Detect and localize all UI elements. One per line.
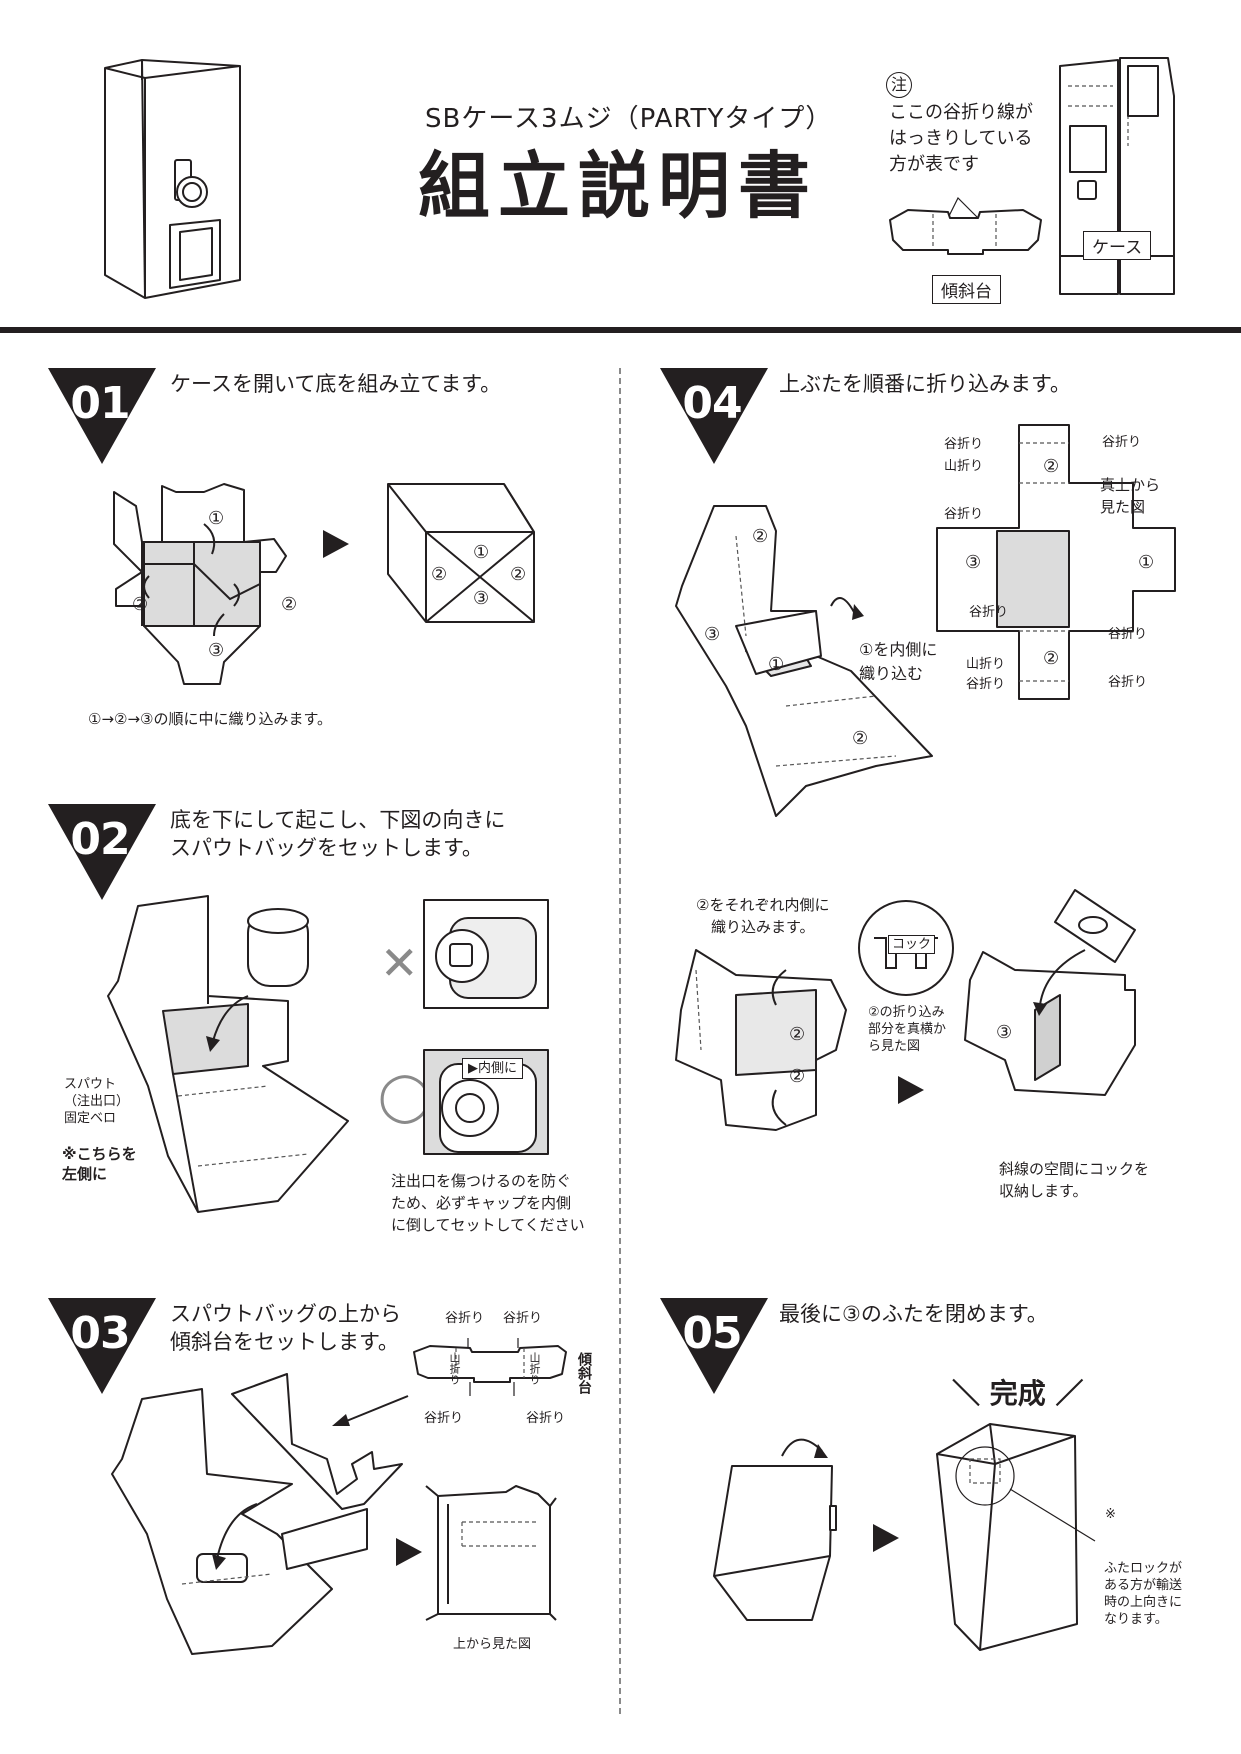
step-04-valley-bl1: 谷折り xyxy=(969,605,1009,620)
step-01-box-num-2-right: ② xyxy=(510,564,527,585)
step-04-cock-box-illustration xyxy=(965,890,1170,1130)
step-03-valley-3: 谷折り xyxy=(424,1411,464,1426)
step-01-caption: ①→②→③の順に中に織り込みます。 xyxy=(88,710,332,728)
step-03-mountain-1: 山折り xyxy=(448,1352,461,1385)
step-01-box-num-3: ③ xyxy=(473,588,490,609)
step-04-valley-bl2: 谷折り xyxy=(966,677,1006,692)
complete-label: ＼ 完成 ／ xyxy=(952,1377,1084,1410)
step-03-valley-4: 谷折り xyxy=(526,1411,566,1426)
step-01-badge: 01 xyxy=(48,368,158,464)
cock-label: コック xyxy=(888,935,936,954)
step-01-folded-box-illustration xyxy=(386,484,536,624)
document-subtitle: SBケース3ムジ（PARTYタイプ） xyxy=(425,104,833,134)
spout-label: スパウト （注出口） 固定ベロ xyxy=(64,1077,130,1126)
step-04-mountain-bl: 山折り xyxy=(966,657,1006,672)
header-divider xyxy=(0,327,1241,333)
step-01-num-1: ① xyxy=(208,508,225,529)
step-01-text: ケースを開いて底を組み立てます。 xyxy=(170,372,502,396)
step-04-num-3: ③ xyxy=(704,624,721,645)
step-04-valley-ml: 谷折り xyxy=(944,507,984,522)
step-03-top-view-illustration xyxy=(426,1486,556,1621)
label-case: ケース xyxy=(1083,231,1152,260)
step-01-num-2-right: ② xyxy=(281,594,298,615)
step-04-mountain-tl: 山折り xyxy=(944,459,984,474)
slope-outline-illustration xyxy=(888,190,1043,270)
step-04-fold-num-2-a: ② xyxy=(789,1024,806,1045)
document-title: 組立説明書 xyxy=(418,144,819,228)
step-05-badge: 05 xyxy=(660,1298,770,1394)
step-01-box-num-1: ① xyxy=(473,542,490,563)
step-04-num-2-top: ② xyxy=(752,526,769,547)
step-01-number: 01 xyxy=(70,378,130,429)
step-05-closing-box-illustration xyxy=(712,1426,842,1626)
ng-spout-illustration xyxy=(420,896,552,1012)
label-slope: 傾斜台 xyxy=(932,275,1001,304)
step-01-box-num-2-left: ② xyxy=(431,564,448,585)
note-mark: 注 xyxy=(886,72,912,98)
step-04-valley-br1: 谷折り xyxy=(1108,627,1148,642)
step-04-valley-tr: 谷折り xyxy=(1102,435,1142,450)
step-03-slope-label: 傾斜台 xyxy=(576,1352,592,1394)
step-04-net-num-2-bottom: ② xyxy=(1043,648,1060,669)
step-04-top-view-net xyxy=(935,423,1177,703)
step-03-badge: 03 xyxy=(48,1298,158,1394)
step-04-cock-num-3: ③ xyxy=(996,1022,1013,1043)
step-04-fold-num-2-b: ② xyxy=(789,1066,806,1087)
step-02-badge: 02 xyxy=(48,804,158,900)
step-03-box-illustration xyxy=(112,1374,410,1654)
lock-note: ふたロックが ある方が輸送 時の上向きに なります。 xyxy=(1104,1561,1183,1627)
dispenser-box-illustration xyxy=(100,60,250,300)
arrow-right-icon xyxy=(323,530,349,558)
step-04-fold-in-1: ①を内側に 織り込む xyxy=(859,640,938,683)
inside-label: ▶内側に xyxy=(462,1058,523,1079)
note-text: ここの谷折り線が はっきりしている 方が表です xyxy=(889,102,1033,175)
step-01-net-illustration xyxy=(114,484,319,694)
ng-mark: ✕ xyxy=(380,936,419,990)
step-01-num-2-left: ② xyxy=(132,594,149,615)
arrow-right-icon xyxy=(873,1524,899,1552)
step-02-number: 02 xyxy=(70,814,130,865)
step-03-top-view-label: 上から見た図 xyxy=(453,1637,532,1652)
step-03-mountain-2: 山折り xyxy=(528,1352,541,1385)
step-04-text: 上ぶたを順番に折り込みます。 xyxy=(779,372,1071,396)
step-01-num-3: ③ xyxy=(208,640,225,661)
step-03-arrow xyxy=(332,1394,410,1426)
case-outline-illustration xyxy=(1058,56,1178,300)
step-02-text: 底を下にして起こし、下図の向きに スパウトバッグをセットします。 xyxy=(170,808,506,860)
step-04-num-2-bottom: ② xyxy=(852,728,869,749)
step-03-valley-2: 谷折り xyxy=(503,1311,543,1326)
step-05-text: 最後に③のふたを閉めます。 xyxy=(779,1302,1048,1326)
step-04-fold-in-2: ②をそれぞれ内側に 織り込みます。 xyxy=(696,896,830,936)
step-04-fold-box-illustration xyxy=(676,950,846,1150)
arrow-right-icon xyxy=(898,1076,924,1104)
lock-note-mark: ※ xyxy=(1105,1507,1116,1522)
step-04-number: 04 xyxy=(682,378,742,429)
step-05-complete-box-illustration xyxy=(935,1424,1085,1650)
step-04-side-view-label: ②の折り込み 部分を真横か ら見た図 xyxy=(868,1005,947,1054)
step-04-box-illustration xyxy=(676,506,932,816)
step-03-number: 03 xyxy=(70,1308,130,1359)
step-03-text: スパウトバッグの上から 傾斜台をセットします。 xyxy=(170,1302,401,1354)
ok-mark: ◯ xyxy=(378,1068,432,1124)
step-05-number: 05 xyxy=(682,1308,742,1359)
step-04-net-num-1: ① xyxy=(1138,552,1155,573)
step-02-box-illustration xyxy=(108,896,358,1212)
step-04-top-view-label: 真上から 見た図 xyxy=(1100,476,1161,516)
step-04-net-num-2-top: ② xyxy=(1043,456,1060,477)
column-divider xyxy=(619,368,621,1714)
step-03-slope-diagram xyxy=(410,1338,570,1398)
step-02-caution: 注出口を傷つけるのを防ぐ ため、必ずキャップを内側 に倒してセットしてください xyxy=(391,1172,585,1234)
step-04-valley-br2: 谷折り xyxy=(1108,675,1148,690)
step-04-valley-tl: 谷折り xyxy=(944,437,984,452)
step-04-badge: 04 xyxy=(660,368,770,464)
arrow-right-icon xyxy=(396,1538,422,1566)
step-04-net-num-3: ③ xyxy=(965,552,982,573)
step-04-store-cock: 斜線の空間にコックを 収納します。 xyxy=(999,1160,1150,1200)
step-03-valley-1: 谷折り xyxy=(445,1311,485,1326)
step-04-num-1: ① xyxy=(768,654,785,675)
step-02-left-note: ※こちらを 左側に xyxy=(62,1145,137,1183)
